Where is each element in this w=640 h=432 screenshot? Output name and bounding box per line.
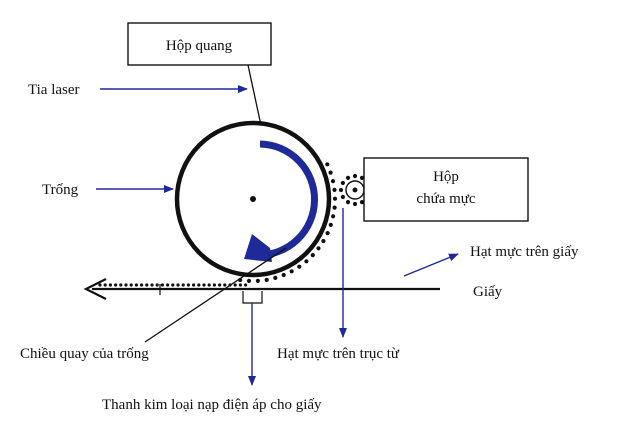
paper (83, 278, 440, 300)
drum-label: Trống (42, 182, 79, 198)
toner-dot (255, 278, 260, 283)
toner-dot (192, 283, 196, 287)
toner-dot (124, 283, 128, 287)
toner-dot (98, 283, 102, 287)
toner-dot (218, 283, 222, 287)
drum-center (250, 196, 256, 202)
toner-dot (289, 269, 294, 274)
toner-dot (332, 205, 337, 210)
toner-dot (352, 201, 358, 207)
transfer-bar-label: Thanh kim loại nạp điện áp cho giấy (102, 397, 322, 413)
toner-on-roller-label: Hạt mực trên trục từ (277, 346, 400, 362)
toner-dot (233, 283, 237, 287)
toner-box-frame (363, 157, 529, 222)
toner-dot (316, 246, 321, 251)
toner-dot (207, 283, 211, 287)
paper-label: Giấy (473, 284, 503, 300)
toner-dot (145, 283, 149, 287)
laser-beam-line (247, 64, 263, 131)
toner-dot (328, 170, 333, 175)
toner-dot (202, 283, 206, 287)
toner-dot (119, 283, 123, 287)
optical-box: Hộp quang (127, 22, 272, 66)
toner-dot (223, 283, 227, 287)
toner-dot (340, 194, 345, 200)
toner-dot (332, 187, 337, 192)
toner-dot (321, 238, 326, 244)
paper-direction-arrow (83, 278, 107, 300)
toner-dot (166, 283, 170, 287)
toner-dot (304, 259, 309, 264)
toner-dot (129, 283, 133, 287)
toner-dot (238, 283, 242, 287)
toner-dot (264, 277, 269, 282)
toner-dot (212, 283, 216, 287)
toner-dot (310, 253, 315, 258)
toner-dot (181, 283, 185, 287)
toner-dot (150, 283, 154, 287)
toner-dot (176, 283, 180, 287)
optical-box-frame (127, 22, 272, 66)
toner-dot (246, 278, 252, 283)
toner-dot (244, 283, 248, 287)
toner-dot (345, 200, 351, 205)
toner-dot (325, 231, 330, 236)
toner-on-paper-label: Hạt mực trên giấy (470, 244, 579, 260)
toner-dot (332, 196, 338, 201)
toner-dot (140, 283, 144, 287)
toner-dot (297, 264, 302, 269)
toner-box: Hộp chứa mực (363, 157, 529, 222)
toner-dot (359, 200, 365, 205)
transfer-bar (242, 291, 263, 304)
rotation-direction-label: Chiều quay của trống (20, 346, 149, 362)
toner-dot (325, 162, 330, 167)
drum-toner-dots (238, 162, 338, 283)
toner-dot (103, 283, 107, 287)
toner-dot (171, 283, 175, 287)
toner-dot (273, 275, 278, 280)
paper-toner-dots (98, 283, 248, 287)
toner-dot (197, 283, 201, 287)
toner-dot (134, 283, 138, 287)
toner-dot (155, 283, 159, 287)
toner-dot (345, 175, 351, 180)
toner-dot (160, 283, 164, 287)
toner-dot (330, 179, 336, 184)
toner-dot (114, 283, 118, 287)
rotation-arrow-head (244, 234, 272, 262)
toner-dot (338, 187, 344, 193)
toner-dot (186, 283, 190, 287)
toner-box-label-line2: chứa mực (416, 191, 475, 207)
toner-dot (359, 175, 365, 180)
toner-dot (340, 180, 345, 186)
drum (174, 120, 332, 278)
toner-dot (328, 222, 333, 227)
toner-dot (331, 214, 336, 219)
toner-dot (108, 283, 112, 287)
roller-center (352, 187, 358, 193)
toner-on-paper-arrow (403, 253, 459, 277)
toner-dot (352, 173, 358, 179)
laser-label: Tia laser (28, 82, 80, 98)
toner-dot (281, 272, 286, 278)
toner-box-label-line1: Hộp (433, 169, 459, 185)
optical-box-label: Hộp quang (166, 38, 233, 54)
rotation-direction-leader (144, 247, 287, 343)
